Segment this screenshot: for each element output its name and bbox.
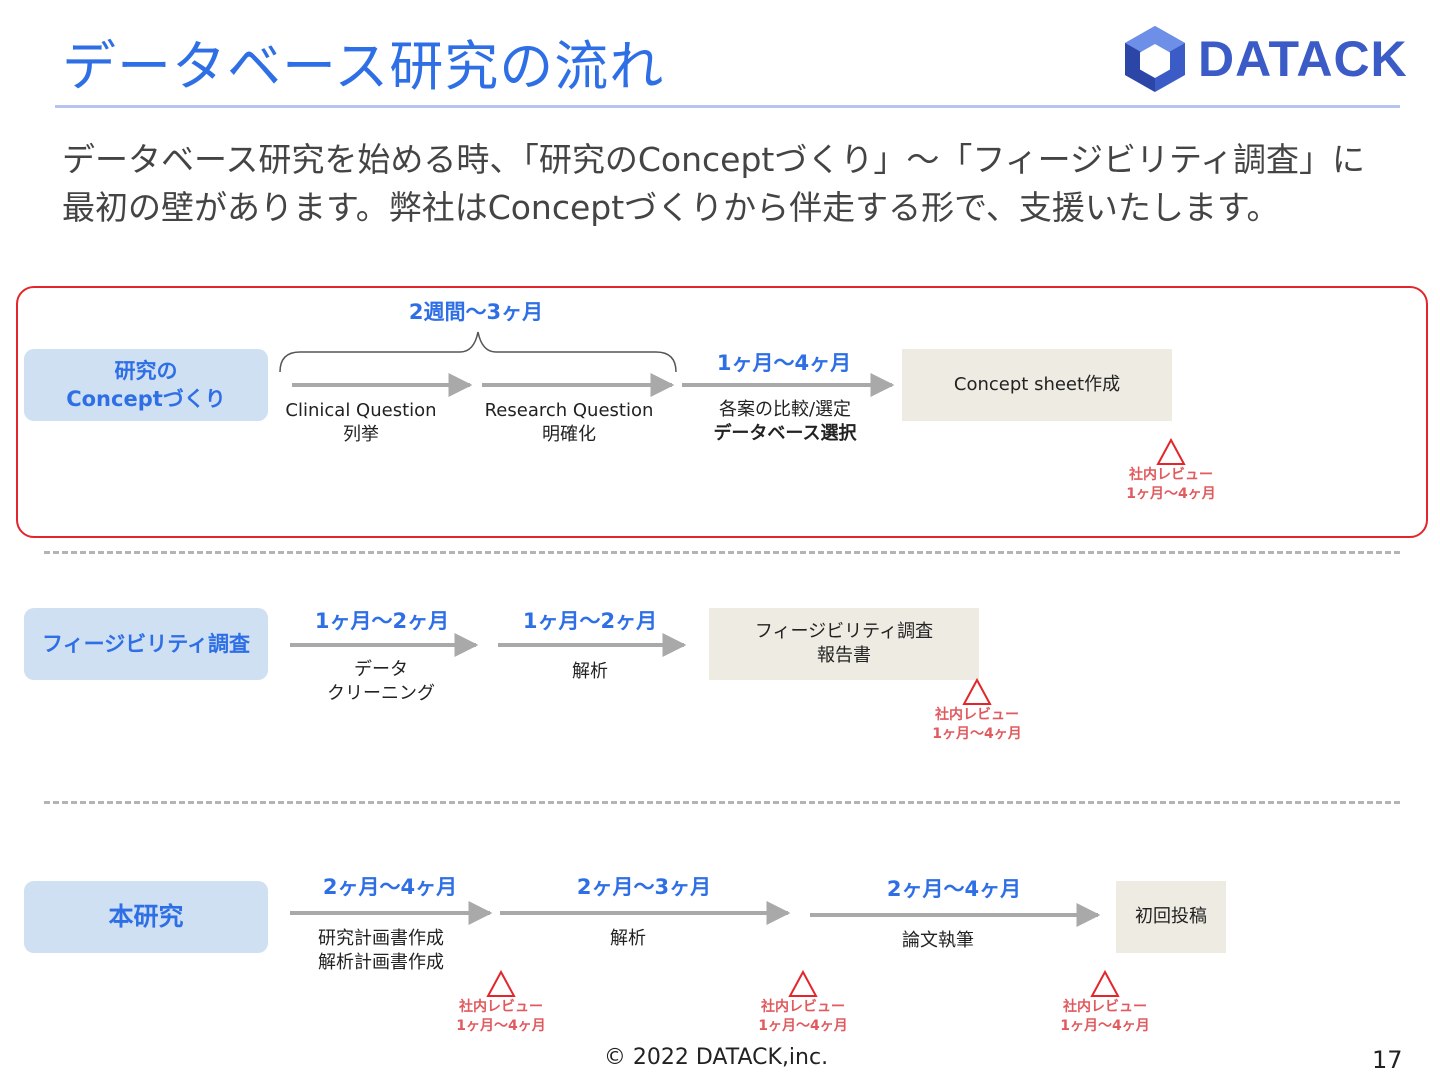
step-protocol-writing: 研究計画書作成 解析計画書作成	[296, 927, 466, 975]
deliverable-line1: Concept sheet作成	[953, 374, 1121, 395]
step-duration: 2ヶ月〜4ヶ月	[886, 877, 1022, 901]
page-title: データベース研究の流れ	[62, 35, 665, 98]
review-label: 社内レビュー	[935, 707, 1019, 723]
phase-name-line1: 研究の	[114, 359, 178, 383]
step-line1: Research Question	[484, 400, 654, 421]
phase-label-concept: 研究の Conceptづくり	[24, 349, 268, 421]
step-line2: 列挙	[343, 424, 379, 445]
triangle-warning-icon	[788, 970, 818, 997]
intro-paragraph: データベース研究を始める時、「研究のConceptづくり」〜「フィージビリティ調…	[62, 140, 1366, 227]
title-divider	[55, 105, 1400, 108]
step-analysis: 解析	[558, 927, 698, 951]
internal-review-marker: 社内レビュー 1ヶ月〜4ヶ月	[1116, 438, 1226, 504]
step-duration: 2ヶ月〜4ヶ月	[322, 875, 458, 899]
bracket-duration: 2週間〜3ヶ月	[408, 300, 544, 324]
step-database-selection: 各案の比較/選定 データベース選択	[690, 398, 880, 446]
triangle-warning-icon	[1090, 970, 1120, 997]
phase-name-line1: フィージビリティ調査	[42, 632, 250, 656]
step-analysis: 解析	[520, 660, 660, 684]
triangle-warning-icon	[486, 970, 516, 997]
phase-label-feasibility: フィージビリティ調査	[24, 608, 268, 680]
step-line1: 研究計画書作成	[318, 928, 444, 949]
step-line1: 各案の比較/選定	[718, 399, 852, 420]
triangle-warning-icon	[1156, 438, 1186, 465]
step-clinical-question: Clinical Question 列挙	[276, 399, 446, 447]
step-line1: 論文執筆	[902, 930, 974, 951]
phase-name-line2: Conceptづくり	[66, 387, 226, 411]
phase-divider	[44, 801, 1400, 804]
copyright: © 2022 DATACK,inc.	[603, 1045, 829, 1070]
deliverable-line1: 初回投稿	[1135, 906, 1207, 927]
phase-divider	[44, 551, 1400, 554]
step-duration: 1ヶ月〜2ヶ月	[522, 609, 658, 633]
step-duration: 1ヶ月〜2ヶ月	[314, 609, 450, 633]
review-duration: 1ヶ月〜4ヶ月	[1126, 486, 1216, 502]
highlight-frame	[16, 286, 1428, 538]
review-duration: 1ヶ月〜4ヶ月	[1060, 1018, 1150, 1034]
deliverable-feasibility-report: フィージビリティ調査 報告書	[709, 608, 979, 680]
triangle-warning-icon	[962, 678, 992, 705]
review-duration: 1ヶ月〜4ヶ月	[932, 726, 1022, 742]
step-paper-writing: 論文執筆	[868, 929, 1008, 953]
step-line2: データベース選択	[713, 423, 857, 444]
internal-review-marker: 社内レビュー 1ヶ月〜4ヶ月	[748, 970, 858, 1036]
logo-wordmark: DATACK	[1198, 31, 1408, 87]
deliverable-line1: フィージビリティ調査	[754, 621, 934, 642]
step-duration: 2ヶ月〜3ヶ月	[576, 875, 712, 899]
deliverable-concept-sheet: Concept sheet作成	[902, 349, 1172, 421]
step-line2: 解析計画書作成	[318, 952, 444, 973]
phase-name-line1: 本研究	[108, 902, 184, 931]
deliverable-first-submission: 初回投稿	[1116, 881, 1226, 953]
step-line1: 解析	[572, 661, 608, 682]
review-label: 社内レビュー	[459, 999, 543, 1015]
step-research-question: Research Question 明確化	[474, 399, 664, 447]
deliverable-line2: 報告書	[816, 645, 871, 666]
internal-review-marker: 社内レビュー 1ヶ月〜4ヶ月	[922, 678, 1032, 744]
step-duration: 1ヶ月〜4ヶ月	[716, 351, 852, 375]
step-line1: Clinical Question	[285, 400, 437, 421]
step-line2: クリーニング	[327, 683, 435, 704]
hexagon-logo-icon	[1125, 26, 1185, 92]
internal-review-marker: 社内レビュー 1ヶ月〜4ヶ月	[446, 970, 556, 1036]
review-duration: 1ヶ月〜4ヶ月	[456, 1018, 546, 1034]
review-duration: 1ヶ月〜4ヶ月	[758, 1018, 848, 1034]
page-number: 17	[1372, 1046, 1403, 1074]
internal-review-marker: 社内レビュー 1ヶ月〜4ヶ月	[1050, 970, 1160, 1036]
phase-label-main-study: 本研究	[24, 881, 268, 953]
company-logo: DATACK	[1122, 24, 1412, 94]
review-label: 社内レビュー	[1063, 999, 1147, 1015]
step-line1: 解析	[610, 928, 646, 949]
review-label: 社内レビュー	[761, 999, 845, 1015]
step-line2: 明確化	[542, 424, 596, 445]
step-line1: データ	[354, 659, 408, 680]
duration-bracket	[279, 331, 677, 373]
review-label: 社内レビュー	[1129, 467, 1213, 483]
step-data-cleaning: データ クリーニング	[296, 658, 466, 706]
